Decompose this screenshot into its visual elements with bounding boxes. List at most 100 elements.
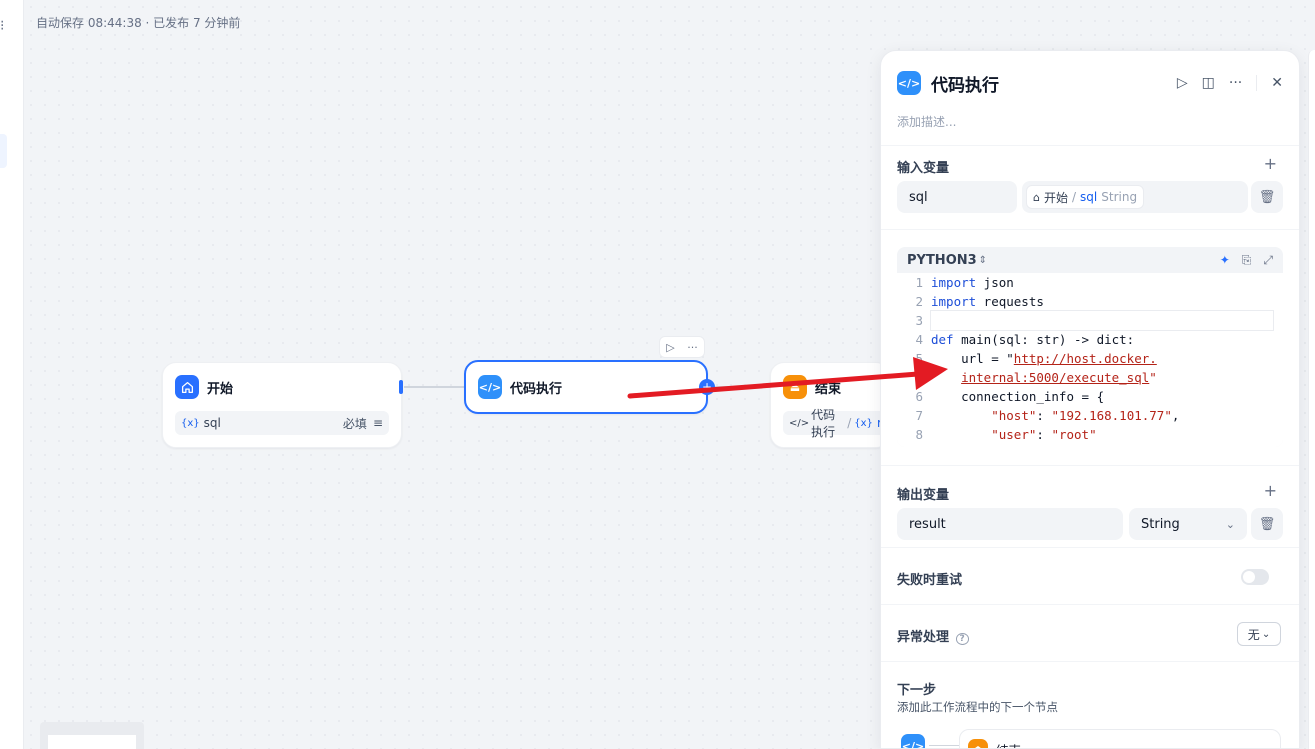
variable-reference-chip: ⌂ 开始 / sql String xyxy=(1026,185,1145,209)
code-icon: </> xyxy=(901,734,925,748)
code-node[interactable]: </> 代码执行 xyxy=(464,360,708,414)
line-number: 6 xyxy=(915,389,923,404)
code-icon: </> xyxy=(897,71,921,95)
error-handling-label: 异常处理 xyxy=(897,630,950,645)
next-node-card[interactable]: ⏏ 结束 xyxy=(959,729,1281,749)
divider xyxy=(881,604,1299,605)
next-node-name: 结束 xyxy=(996,740,1021,749)
add-input-icon[interactable]: + xyxy=(1263,154,1277,173)
sort-icon[interactable]: ⇕ xyxy=(978,254,988,266)
error-handling-title: 异常处理 ? xyxy=(897,626,969,645)
error-handling-select[interactable]: 无 ⌄ xyxy=(1237,622,1281,646)
code-token: json xyxy=(976,275,1014,290)
input-var-name-field[interactable]: sql xyxy=(897,181,1017,213)
code-token: : xyxy=(1036,427,1052,442)
expand-icon[interactable]: ⤢ xyxy=(1263,252,1273,267)
line-number xyxy=(897,368,931,387)
code-token: , xyxy=(1171,408,1180,423)
home-icon xyxy=(175,375,199,399)
divider xyxy=(881,661,1299,662)
end-variable-row: </> 代码执行 / {x} re xyxy=(783,408,889,439)
add-next-node-port[interactable]: + xyxy=(699,379,715,395)
start-node-title: 开始 xyxy=(207,381,234,397)
end-ref-node: 代码执行 xyxy=(811,408,836,439)
line-number: 8 xyxy=(915,427,923,442)
minimap[interactable] xyxy=(40,722,144,749)
start-node[interactable]: 开始 {x} sql 必填 ≡ xyxy=(162,362,402,448)
more-icon[interactable]: ··· xyxy=(687,340,698,354)
language-select[interactable]: PYTHON3 xyxy=(907,252,977,268)
output-var-name-field[interactable]: result xyxy=(897,508,1123,540)
code-node-title: 代码执行 xyxy=(510,381,563,397)
copy-icon[interactable]: ⎘ xyxy=(1241,252,1252,267)
retry-title: 失败时重试 xyxy=(897,573,963,588)
code-token: main(sql: str) -> dict: xyxy=(953,332,1135,347)
add-output-icon[interactable]: + xyxy=(1263,481,1277,500)
end-icon: ⏏ xyxy=(783,375,807,399)
text-lines-icon: ≡ xyxy=(372,416,383,430)
next-step-title: 下一步 xyxy=(897,683,937,698)
autosave-status: 自动保存 08:44:38 · 已发布 7 分钟前 xyxy=(36,16,241,30)
ref-var-name: sql xyxy=(1080,190,1098,204)
input-var-source-select[interactable]: ⌂ 开始 / sql String xyxy=(1022,181,1248,213)
required-label: 必填 xyxy=(342,416,367,431)
minimap-viewport[interactable] xyxy=(48,735,136,749)
variable-icon: {x} xyxy=(181,417,200,429)
output-var-name: result xyxy=(909,516,946,532)
code-token: import xyxy=(931,275,977,290)
error-handling-value: 无 xyxy=(1247,627,1260,642)
code-line-empty xyxy=(930,310,1274,331)
code-token: connection_info = { xyxy=(931,389,1105,404)
code-token: "host" xyxy=(991,408,1037,423)
code-token: " xyxy=(1149,370,1157,385)
line-number: 3 xyxy=(915,313,923,328)
output-var-type: String xyxy=(1141,516,1180,532)
end-icon: ⏏ xyxy=(968,739,988,748)
code-token: "user" xyxy=(991,427,1037,442)
node-mini-toolbar: ▷ ··· xyxy=(659,336,705,358)
sidebar-collapse-icon[interactable]: ⁝ xyxy=(0,18,5,34)
retry-toggle[interactable] xyxy=(1241,569,1269,585)
ref-var-type: String xyxy=(1101,190,1138,204)
start-variable-row: {x} sql 必填 ≡ xyxy=(175,411,389,435)
code-token xyxy=(931,370,961,385)
ai-generate-icon[interactable]: ✦ xyxy=(1219,252,1230,267)
home-icon: ⌂ xyxy=(1033,190,1040,204)
line-number: 7 xyxy=(915,408,923,423)
sidebar-selected-item[interactable] xyxy=(0,134,7,168)
divider xyxy=(881,229,1299,230)
code-ref-icon: </> xyxy=(789,417,810,429)
end-node-title: 结束 xyxy=(815,381,842,397)
code-token xyxy=(931,408,991,423)
split-view-icon[interactable]: ◫ xyxy=(1201,75,1215,91)
chevron-down-icon: ⌄ xyxy=(1261,628,1271,640)
next-connector xyxy=(929,745,959,746)
start-output-port[interactable] xyxy=(399,380,403,394)
divider xyxy=(881,547,1299,548)
start-variable-name: sql xyxy=(203,416,221,430)
edge-start-to-code xyxy=(404,386,466,388)
code-url: internal:5000/execute_sql xyxy=(961,370,1150,385)
delete-input-icon[interactable]: 🗑 xyxy=(1251,181,1283,213)
code-token: "192.168.101.77" xyxy=(1051,408,1172,423)
output-var-type-select[interactable]: String ⌄ xyxy=(1129,508,1247,540)
delete-output-icon[interactable]: 🗑 xyxy=(1251,508,1283,540)
end-node[interactable]: ⏏ 结束 </> 代码执行 / {x} re xyxy=(770,362,890,448)
description-input[interactable]: 添加描述... xyxy=(897,115,957,129)
divider xyxy=(1256,75,1258,91)
code-token xyxy=(931,427,991,442)
close-icon[interactable]: ✕ xyxy=(1271,75,1283,91)
run-node-icon[interactable]: ▷ xyxy=(666,340,675,354)
more-icon[interactable]: ··· xyxy=(1228,75,1243,91)
line-number: 5 xyxy=(915,351,923,366)
input-vars-title: 输入变量 xyxy=(897,161,950,176)
code-token: def xyxy=(931,332,954,347)
chevron-down-icon: ⌄ xyxy=(1225,517,1235,531)
code-token: : xyxy=(1036,408,1052,423)
line-number: 1 xyxy=(915,275,923,290)
code-token: import xyxy=(931,294,977,309)
run-icon[interactable]: ▷ xyxy=(1176,75,1188,91)
help-icon[interactable]: ? xyxy=(955,633,969,645)
